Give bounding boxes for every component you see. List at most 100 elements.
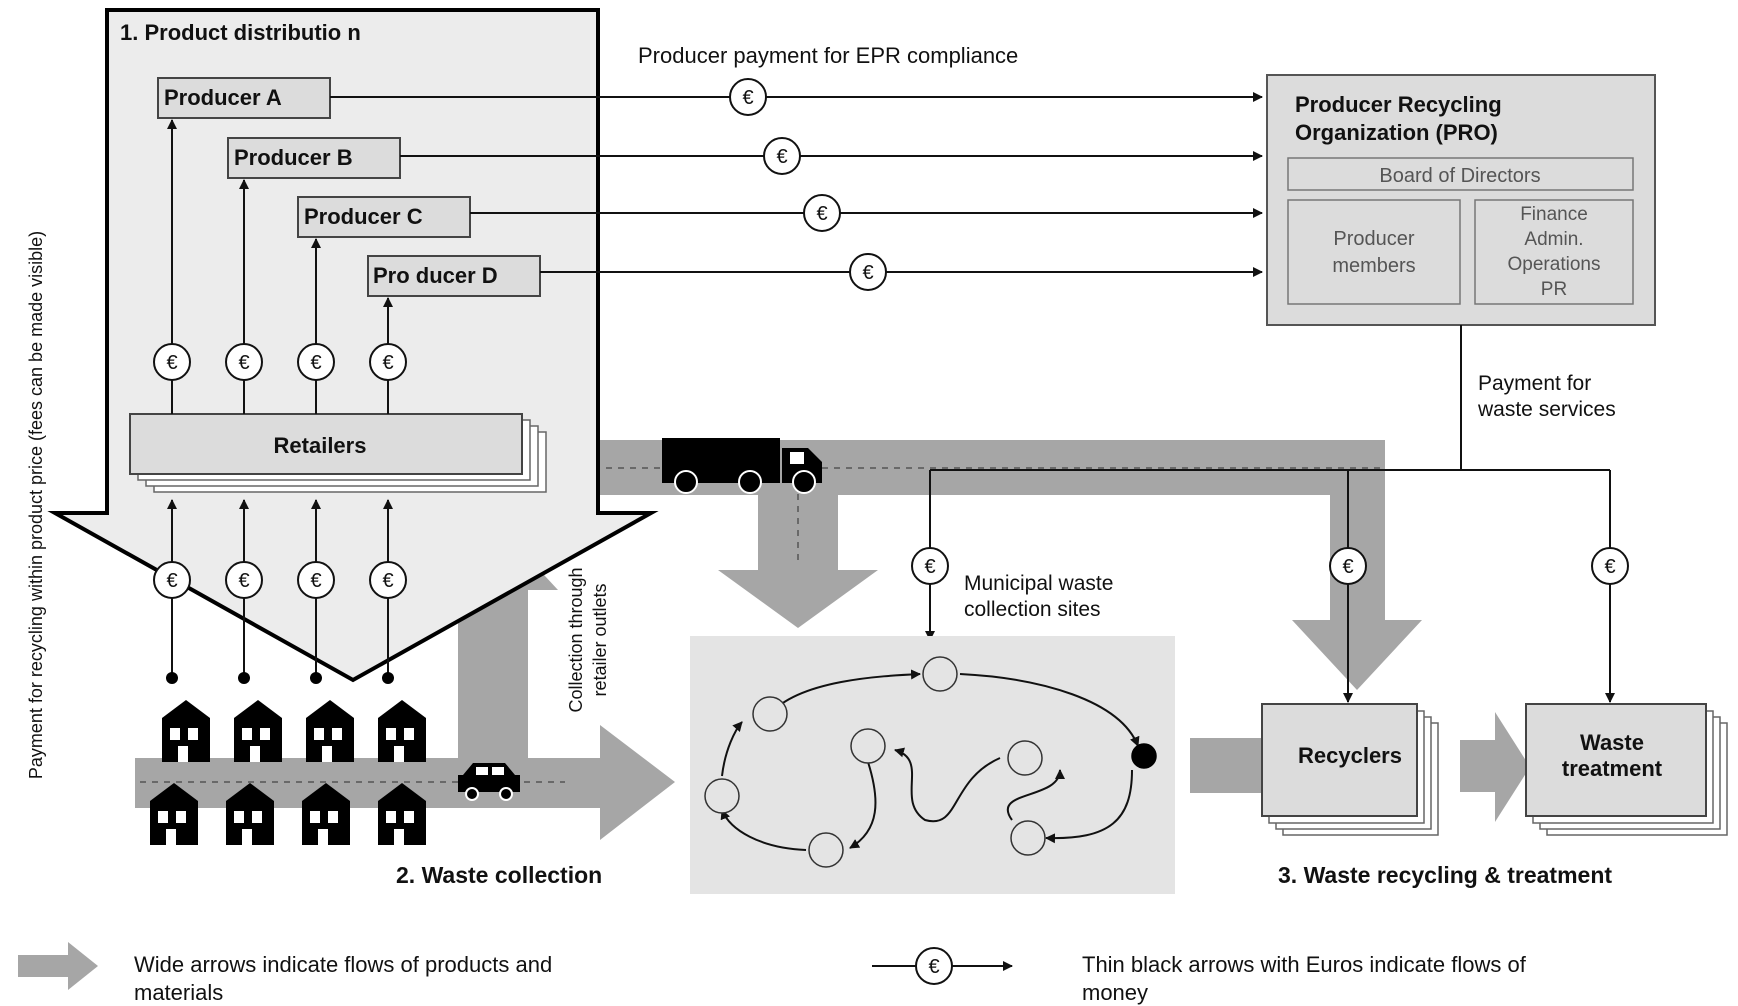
recyclers-label: Recyclers — [1298, 743, 1402, 768]
svg-text:€: € — [310, 570, 321, 592]
legend: Wide arrows indicate flows of products a… — [18, 942, 1527, 1005]
euro-coins: € € € € € € € € € € € € € € € — [153, 78, 1629, 599]
svg-text:Collection through: Collection through — [566, 567, 586, 712]
collection-hub — [1131, 743, 1157, 769]
svg-text:€: € — [382, 570, 393, 592]
producer-b-label: Producer B — [234, 145, 353, 170]
collection-site — [850, 728, 886, 764]
payment-services-line2: waste services — [1477, 398, 1616, 421]
pro-organization: Producer Recycling Organization (PRO) Bo… — [1266, 74, 1656, 326]
board-box — [1287, 157, 1634, 191]
payment-services-line1: Payment for — [1478, 372, 1591, 395]
svg-text:€: € — [1342, 556, 1353, 578]
house-icon — [162, 700, 210, 762]
svg-text:€: € — [166, 352, 177, 374]
band-to-sites-arrow — [718, 495, 878, 628]
collection-site — [1010, 820, 1046, 856]
collection-site — [808, 832, 844, 868]
retailers-box — [129, 413, 523, 475]
recyclers-stack: Recyclers — [1261, 703, 1439, 836]
distribution-title: 1. Product distributio n — [120, 20, 361, 45]
retailers-stack: Retailers — [129, 413, 547, 493]
legend-thin-line1: Thin black arrows with Euros indicate fl… — [1082, 952, 1527, 977]
euro-coin-icon: € — [911, 547, 949, 585]
euro-coin-icon: € — [1329, 547, 1367, 585]
truck-icon — [662, 438, 822, 494]
euro-coin-icon: € — [297, 343, 335, 381]
euro-coin-icon: € — [225, 561, 263, 599]
side-payment-label: Payment for recycling within product pri… — [26, 231, 46, 779]
euro-coin-icon: € — [297, 561, 335, 599]
treatment-label-line1: Waste — [1580, 730, 1644, 755]
recyclers-to-treatment-arrow — [1460, 712, 1530, 822]
function-pr: PR — [1541, 279, 1567, 300]
svg-text:€: € — [862, 262, 873, 284]
euro-coin-icon: € — [369, 561, 407, 599]
function-operations: Operations — [1508, 254, 1601, 275]
epr-payment-label: Producer payment for EPR compliance — [638, 43, 1018, 68]
members-label-line1: Producer — [1333, 228, 1414, 250]
svg-text:€: € — [310, 352, 321, 374]
recyclers-box — [1261, 703, 1418, 817]
treatment-box — [1525, 703, 1707, 817]
function-admin: Admin. — [1524, 229, 1583, 250]
board-label: Board of Directors — [1379, 165, 1540, 187]
house-icon — [234, 700, 282, 762]
pro-title-line1: Producer Recycling — [1295, 92, 1502, 117]
svg-text:€: € — [238, 352, 249, 374]
treatment-stack: Waste treatment — [1525, 703, 1728, 836]
collection-site — [752, 696, 788, 732]
euro-coin-icon: € — [915, 947, 953, 985]
producer-d-label: Pro ducer D — [373, 263, 498, 288]
producer-boxes: Producer A Producer B Producer C Pro duc… — [157, 77, 541, 297]
functions-box — [1474, 199, 1634, 305]
collection-site — [922, 656, 958, 692]
treatment-label-line2: treatment — [1562, 756, 1663, 781]
producer-a-label: Producer A — [164, 85, 282, 110]
household-dots — [166, 672, 394, 684]
euro-coin-icon: € — [763, 137, 801, 175]
legend-wide-arrow-icon — [18, 942, 98, 990]
municipal-label-line2: collection sites — [964, 598, 1101, 621]
svg-text:€: € — [382, 352, 393, 374]
house-icon — [306, 700, 354, 762]
product-distribution-panel — [47, 8, 659, 683]
legend-wide-line2: materials — [134, 980, 223, 1005]
svg-text:retailer outlets: retailer outlets — [590, 583, 610, 696]
collection-retailer-label: Collection through retailer outlets — [566, 567, 610, 712]
car-icon — [458, 763, 520, 801]
pro-title-line2: Organization (PRO) — [1295, 120, 1498, 145]
house-icon — [378, 700, 426, 762]
sites-to-recyclers-arrow — [1190, 738, 1265, 793]
producer-d-box — [367, 255, 541, 297]
producer-c-box — [297, 196, 471, 238]
collection-site — [1007, 740, 1043, 776]
svg-text:€: € — [776, 146, 787, 168]
epr-payment-arrows — [330, 92, 1263, 277]
producer-a-box — [157, 77, 331, 119]
municipal-label-line1: Municipal waste — [964, 572, 1113, 595]
euro-coin-icon: € — [729, 78, 767, 116]
svg-text:€: € — [816, 203, 827, 225]
svg-text:€: € — [166, 570, 177, 592]
svg-text:€: € — [742, 87, 753, 109]
collection-route — [720, 669, 1140, 851]
euro-coin-icon: € — [153, 343, 191, 381]
svg-text:€: € — [924, 556, 935, 578]
euro-coin-icon: € — [1591, 547, 1629, 585]
waste-collection-title: 2. Waste collection — [396, 862, 602, 888]
svg-text:€: € — [238, 570, 249, 592]
retailers-label: Retailers — [274, 433, 367, 458]
euro-coin-icon: € — [849, 253, 887, 291]
collection-site — [704, 778, 740, 814]
collection-site-nodes — [704, 656, 1157, 868]
legend-wide-line1: Wide arrows indicate flows of products a… — [134, 952, 552, 977]
members-box — [1287, 199, 1461, 305]
svg-text:€: € — [1604, 556, 1615, 578]
function-finance: Finance — [1520, 204, 1588, 225]
euro-coin-icon: € — [803, 194, 841, 232]
members-label-line2: members — [1332, 255, 1415, 277]
svg-text:€: € — [928, 956, 939, 978]
euro-coin-icon: € — [225, 343, 263, 381]
